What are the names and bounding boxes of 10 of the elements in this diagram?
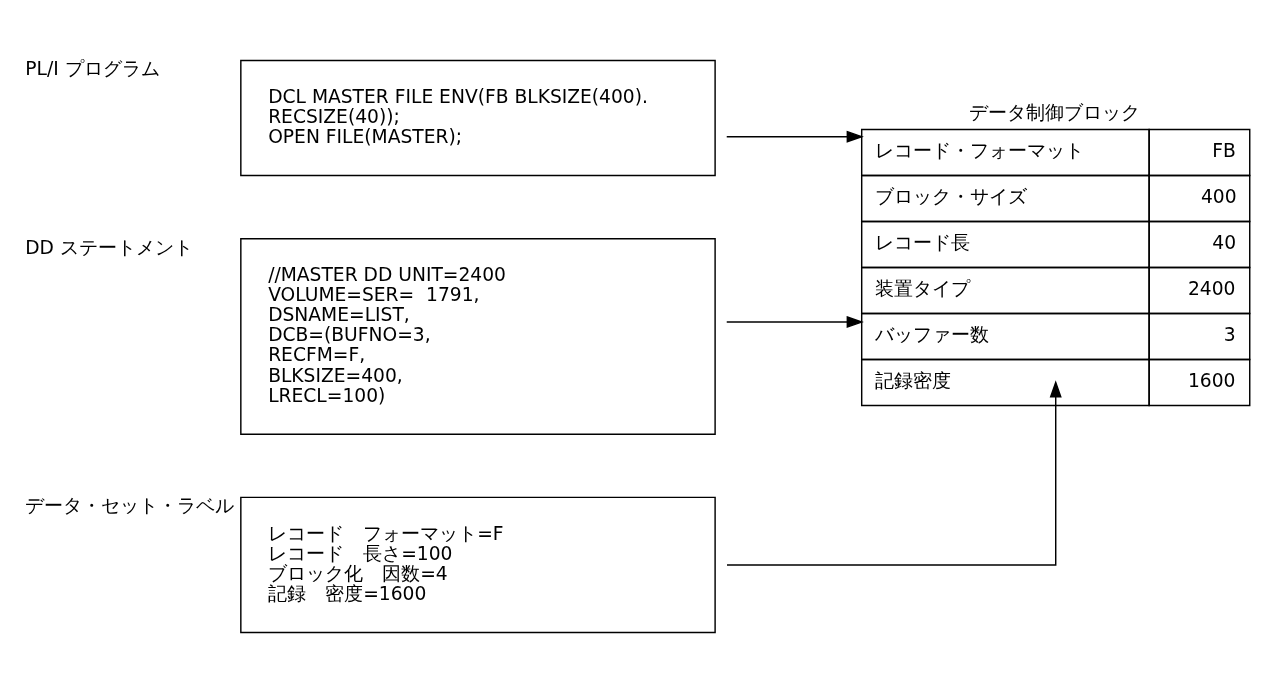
node-label: データ制御ブロック <box>969 101 1141 123</box>
node-label: データ・セット・ラベル <box>25 494 235 516</box>
node-box: レコード フォーマット=F レコード 長さ=100 ブロック化 因数=4 記録 密度=1600 <box>240 496 716 633</box>
arrow <box>726 130 864 143</box>
node-box: //MASTER DD UNIT=2400 VOLUME=SER= 1791, DSNAME=LIST, DCB=(BUFNO=3, RECFM=F, BLKSIZE=400, LRECL=100) <box>240 237 716 435</box>
node-label: DD ステートメント <box>25 236 193 258</box>
node-box: DCL MASTER FILE ENV(FB BLKSIZE(400). RECSIZE(40)); OPEN FILE(MASTER); <box>240 59 716 176</box>
arrow <box>726 379 1062 566</box>
arrow <box>726 315 864 328</box>
node-label: PL/I プログラム <box>25 57 160 79</box>
